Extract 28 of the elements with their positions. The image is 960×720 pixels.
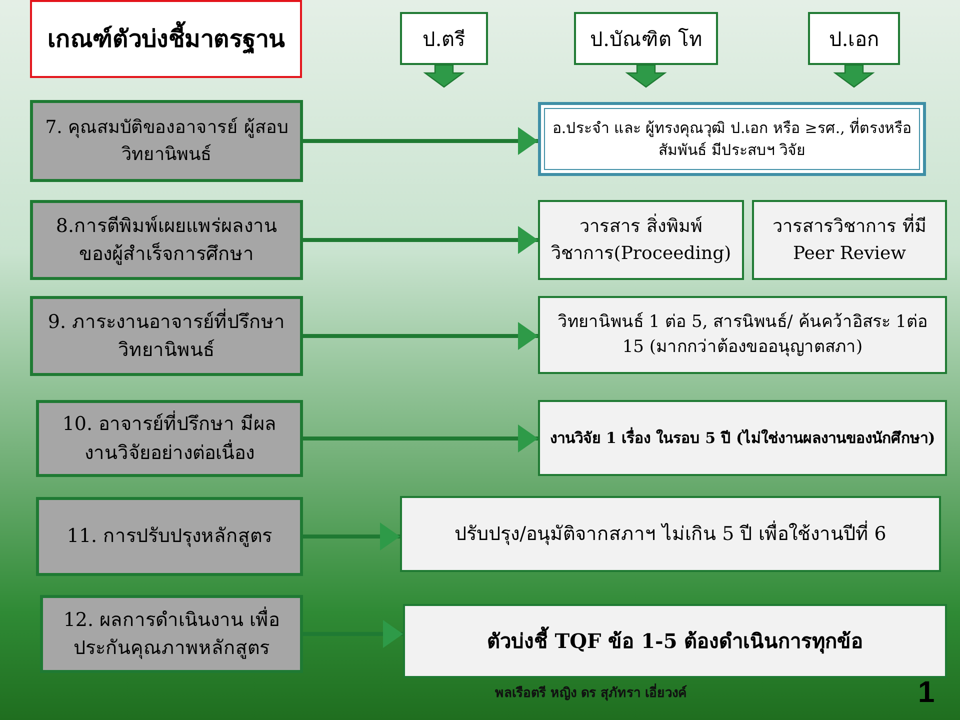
requirement-box: วิทยานิพนธ์ 1 ต่อ 5, สารนิพนธ์/ ค้นคว้าอิสระ 1ต่อ 15 (มากกว่าต้องขออนุญาตสภา) <box>538 296 947 374</box>
requirement-box: ปรับปรุง/อนุมัติจากสภาฯ ไม่เกิน 5 ปี เพื่อใช้งานปีที่ 6 <box>400 496 941 572</box>
level-box: ป.บัณฑิต โท <box>574 12 718 65</box>
block-arrow <box>303 127 538 155</box>
block-arrow <box>423 64 465 88</box>
block-arrow <box>303 620 403 648</box>
level-box: ป.เอก <box>808 12 900 65</box>
block-arrow <box>303 522 400 550</box>
requirement-box: งานวิจัย 1 เรื่อง ในรอบ 5 ปี (ไม่ใช่งานผลงานของนักศึกษา) <box>538 400 947 476</box>
block-arrow <box>303 226 538 254</box>
block-arrow <box>303 322 538 350</box>
criterion-box: 10. อาจารย์ที่ปรึกษา มีผลงานวิจัยอย่างต่อเนื่อง <box>36 400 303 477</box>
level-box: ป.ตรี <box>400 12 488 65</box>
criterion-box: 12. ผลการดำเนินงาน เพื่อประกันคุณภาพหลักสูตร <box>40 595 303 673</box>
criterion-box: 11. การปรับปรุงหลักสูตร <box>36 497 303 576</box>
requirement-box: ตัวบ่งชี้ TQF ข้อ 1-5 ต้องดำเนินการทุกข้อ <box>403 604 947 678</box>
requirement-box: อ.ประจำ และ ผู้ทรงคุณวุฒิ ป.เอก หรือ ≥รศ., ที่ตรงหรือสัมพันธ์ มีประสบฯ วิจัย <box>538 102 926 176</box>
requirement-box: วารสารวิชาการ ที่มี Peer Review <box>752 200 947 280</box>
criterion-box: 9. ภาระงานอาจารย์ที่ปรึกษา วิทยานิพนธ์ <box>30 296 303 376</box>
title-box: เกณฑ์ตัวบ่งชี้มาตรฐาน <box>30 0 302 78</box>
criterion-box: 7. คุณสมบัติของอาจารย์ ผู้สอบวิทยานิพนธ์ <box>30 100 303 182</box>
requirement-box: วารสาร สิ่งพิมพ์ วิชาการ(Proceeding) <box>538 200 744 280</box>
page-number: 1 <box>918 676 935 710</box>
block-arrow <box>625 64 667 88</box>
author-credit: พลเรือตรี หญิง ดร สุภัทรา เอี่ยวงค์ <box>495 682 688 703</box>
criterion-box: 8.การตีพิมพ์เผยแพร่ผลงาน ของผู้สำเร็จการศึกษา <box>30 200 303 280</box>
block-arrow <box>833 64 875 88</box>
block-arrow <box>303 424 538 452</box>
